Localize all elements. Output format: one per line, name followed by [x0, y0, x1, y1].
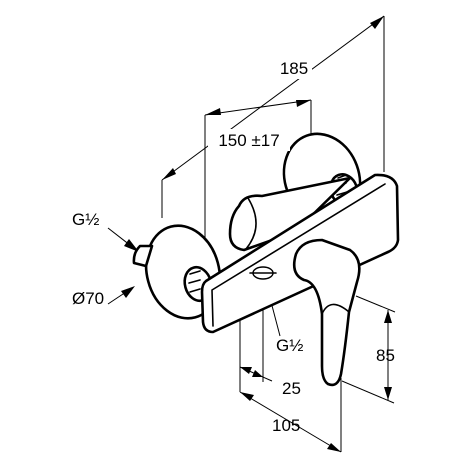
dim-105-line — [239, 391, 342, 453]
dim-150-label-backing — [208, 129, 290, 151]
front-plate-edge — [211, 183, 386, 327]
dim-85-extension-top — [355, 295, 396, 313]
dim-85-arrow-top — [384, 310, 392, 323]
dimension-lines — [107, 15, 396, 453]
dim-25-label: 25 — [282, 379, 301, 398]
dim-185-arrow-left — [162, 168, 176, 180]
dim-185-arrow-right — [370, 16, 384, 29]
dimension-labels: 185 150 ±17 G½ Ø70 G½ 25 105 85 — [72, 57, 395, 435]
dim-105-arrow-left — [240, 392, 254, 401]
rosette-diameter-label: Ø70 — [72, 289, 104, 308]
thread-bottom-label: G½ — [276, 336, 303, 355]
rosette-diameter-arrow — [121, 286, 135, 298]
thread-left-label: G½ — [72, 210, 99, 229]
left-inlet-stub — [132, 244, 154, 268]
lever-handle — [292, 238, 361, 387]
dim-150-line — [204, 99, 312, 116]
dim-185-line — [161, 15, 385, 181]
lever-handle-edge — [321, 303, 350, 315]
shower-mixer — [132, 132, 400, 387]
dim-105-label: 105 — [272, 416, 300, 435]
dim-85-extension-bottom — [341, 380, 395, 404]
mixer-body-curve — [245, 197, 257, 250]
dim-185-label: 185 — [280, 59, 308, 78]
dim-150-arrow-left — [205, 108, 221, 115]
dim-185-label-backing — [276, 57, 312, 79]
dim-85-label: 85 — [376, 346, 395, 365]
dim-150-arrow-right — [296, 100, 311, 107]
dim-25-arrow-right — [252, 370, 263, 377]
dim-25-arrow-left — [240, 367, 252, 374]
dim-85-arrow-bottom — [384, 387, 392, 400]
left-nut-grooves — [188, 270, 201, 293]
dim-150-label: 150 ±17 — [218, 131, 279, 150]
mixer-body-crossbar — [228, 176, 352, 252]
dim-105-arrow-right — [327, 443, 341, 452]
thread-left-arrow — [124, 239, 139, 252]
